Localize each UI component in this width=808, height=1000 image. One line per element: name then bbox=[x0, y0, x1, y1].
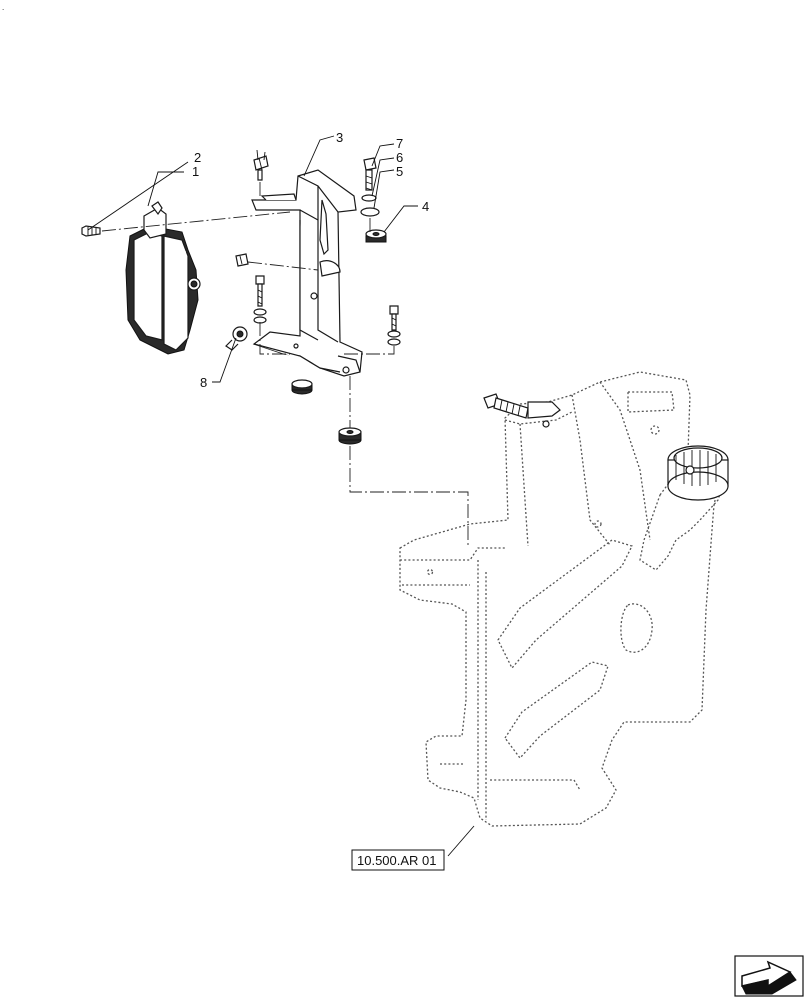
corner-mark: . bbox=[2, 3, 4, 12]
bolt-mid-bracket bbox=[235, 253, 249, 267]
bolt-lower-left bbox=[253, 275, 267, 324]
bolt-item-7 bbox=[363, 157, 377, 191]
clip-clamp bbox=[225, 326, 248, 351]
callout-8: 8 bbox=[200, 375, 207, 390]
tank-reference-outline bbox=[399, 371, 727, 827]
callout-6: 6 bbox=[396, 150, 403, 165]
next-page-arrow-icon[interactable] bbox=[734, 955, 804, 997]
callout-4: 4 bbox=[422, 199, 429, 214]
mounting-bracket bbox=[251, 169, 363, 377]
hose-fitting bbox=[483, 393, 561, 428]
reference-label[interactable]: 10.500.AR 01 bbox=[357, 853, 437, 868]
washer-item-5 bbox=[360, 207, 380, 217]
reference-box[interactable] bbox=[351, 849, 445, 871]
bolt-top-bracket bbox=[253, 149, 269, 181]
bolt-lower-right bbox=[387, 305, 401, 346]
callout-7: 7 bbox=[396, 136, 403, 151]
screw-item-2 bbox=[81, 225, 101, 237]
rubber-mount-under-bracket bbox=[291, 379, 313, 395]
callout-5: 5 bbox=[396, 164, 403, 179]
washer-item-6 bbox=[361, 194, 377, 202]
callout-3: 3 bbox=[336, 130, 343, 145]
callout-1: 1 bbox=[192, 164, 199, 179]
rubber-mount-lower bbox=[338, 427, 362, 445]
callout-leaders bbox=[87, 135, 475, 857]
electronic-module bbox=[125, 201, 201, 355]
filler-cap bbox=[667, 445, 729, 501]
callout-2: 2 bbox=[194, 150, 201, 165]
rubber-mount-item-4 bbox=[365, 229, 387, 243]
assembly-chain-lines bbox=[101, 182, 469, 548]
reference-link[interactable]: 10.500.AR 01 bbox=[351, 849, 445, 871]
